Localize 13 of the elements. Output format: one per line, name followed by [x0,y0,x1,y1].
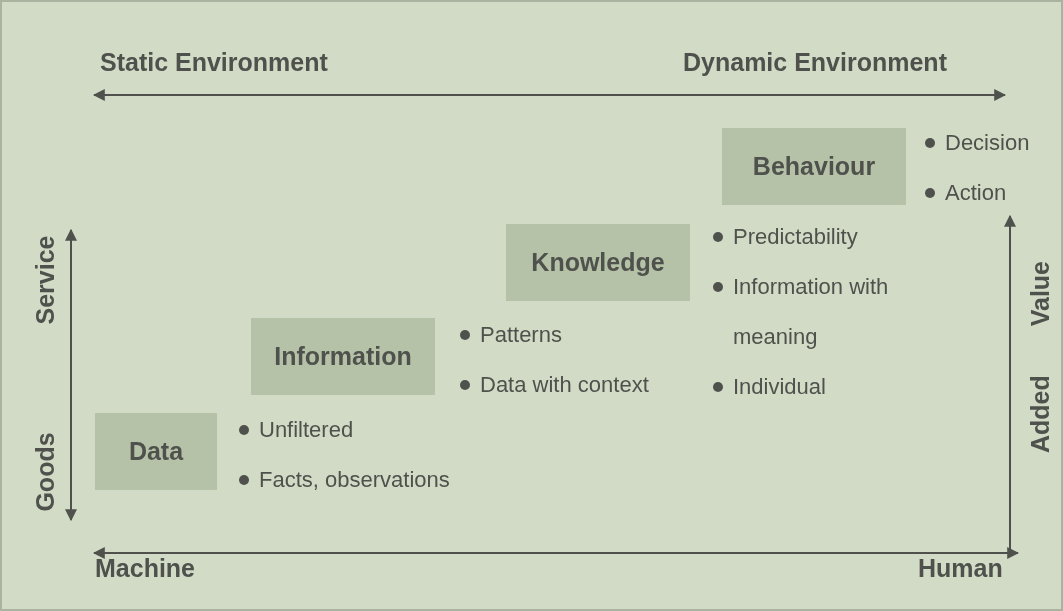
bullet-text: Decision [923,118,1061,168]
stage-box: Information [251,318,435,395]
axis-label: Service [30,235,60,325]
axis-label: Dynamic Environment [683,48,947,77]
axis-label: Static Environment [100,48,328,77]
axis-label: Goods [30,432,60,512]
axis-label: Human [918,554,1003,583]
axis-label: Machine [95,554,196,583]
bullet-text: Facts, observations [237,455,537,505]
stage-box: Data [95,413,217,490]
stage-box: Behaviour [722,128,906,205]
axis-label: Added Value [1025,261,1055,453]
stage-box: Knowledge [506,224,690,301]
